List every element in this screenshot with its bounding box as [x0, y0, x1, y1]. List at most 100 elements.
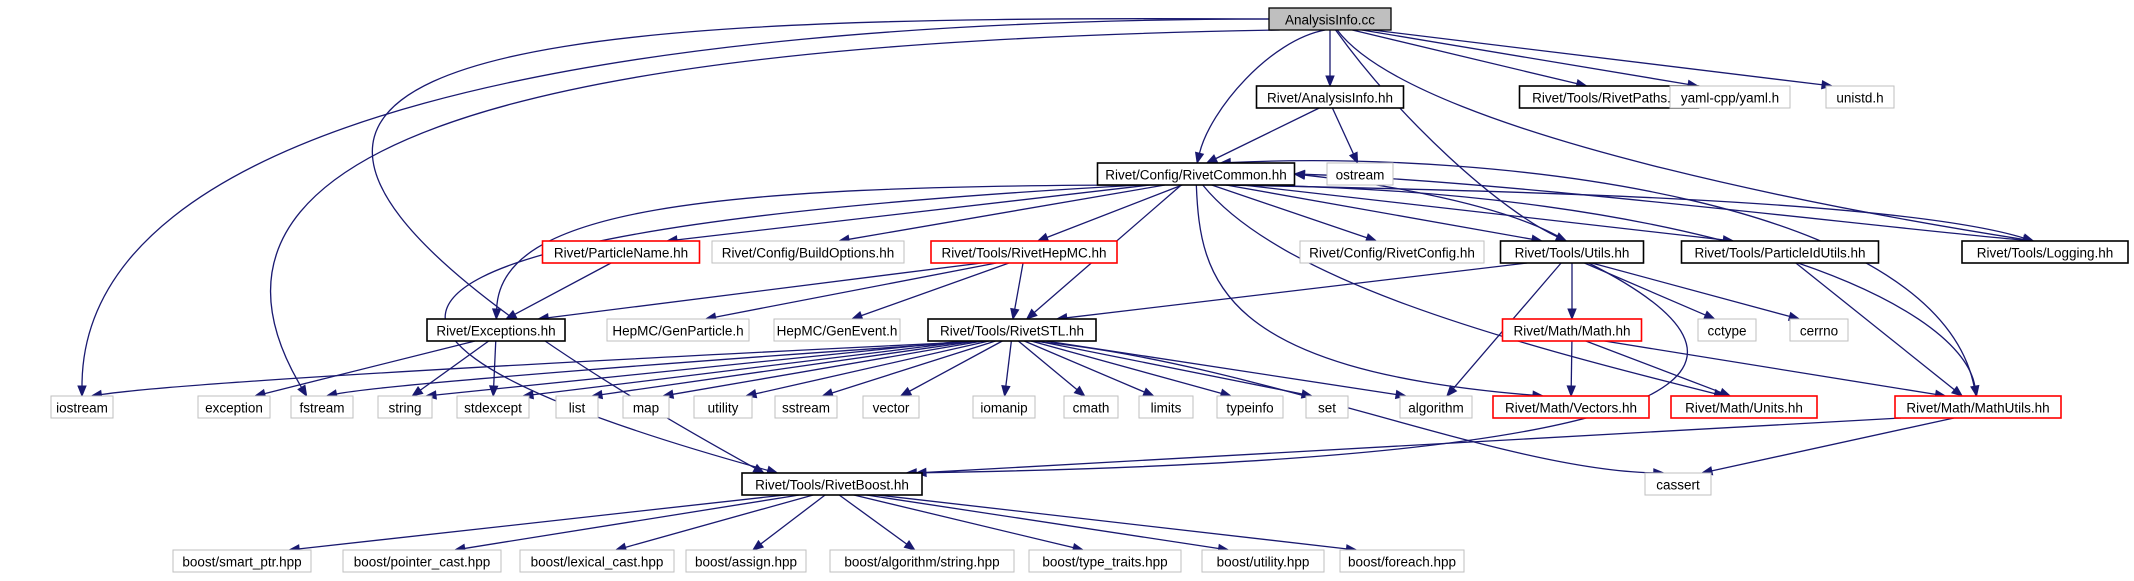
- node-box: [377, 395, 433, 419]
- node-label: fstream: [299, 401, 344, 416]
- edge-rivet-tools-rivetstl-hh-to-iomanip: [1001, 340, 1013, 398]
- node-box: [1670, 395, 1818, 419]
- edge-analysisinfo-cc-to-fstream: [269, 29, 1280, 398]
- edge-rivet-config-rivetcommon-hh-to-rivet-tools-logging-hh: [1220, 184, 2035, 243]
- node-rivet-math-vectors-hh[interactable]: Rivet/Math/Vectors.hh: [1492, 395, 1650, 419]
- edge-rivet-tools-utils-hh-to-cctype: [1584, 262, 1716, 320]
- node-label: algorithm: [1408, 401, 1464, 416]
- node-label: Rivet/Tools/RivetSTL.hh: [940, 324, 1084, 339]
- node-box: [1201, 549, 1325, 573]
- node-box: [741, 472, 923, 496]
- node-box: [1697, 318, 1757, 342]
- node-label: boost/type_traits.hpp: [1042, 555, 1167, 570]
- node-exception: exception: [197, 395, 271, 419]
- edge-analysisinfo-cc-to-yaml-cpp-yaml-h: [1361, 29, 1700, 89]
- node-label: typeinfo: [1226, 401, 1273, 416]
- node-rivet-tools-rivethepmc-hh[interactable]: Rivet/Tools/RivetHepMC.hh: [930, 240, 1118, 264]
- node-box: [1028, 549, 1182, 573]
- edge-rivet-exceptions-hh-to-string: [411, 340, 490, 397]
- node-yaml-cpp-yaml-h: yaml-cpp/yaml.h: [1669, 85, 1791, 109]
- edge-rivet-particlename-hh-to-rivet-exceptions-hh: [504, 262, 612, 320]
- node-label: Rivet/Math/Math.hh: [1513, 324, 1630, 339]
- node-hepmc-genevent-h: HepMC/GenEvent.h: [773, 318, 901, 342]
- node-stdexcept: stdexcept: [456, 395, 530, 419]
- node-box: [426, 318, 566, 342]
- node-rivet-tools-particleidutils-hh[interactable]: Rivet/Tools/ParticleIdUtils.hh: [1680, 240, 1880, 264]
- node-label: set: [1318, 401, 1336, 416]
- node-boost-assign-hpp: boost/assign.hpp: [685, 549, 807, 573]
- node-rivet-tools-utils-hh[interactable]: Rivet/Tools/Utils.hh: [1499, 240, 1645, 264]
- node-label: limits: [1151, 401, 1182, 416]
- node-label: HepMC/GenParticle.h: [612, 324, 743, 339]
- edge-rivet-tools-rivethepmc-hh-to-rivet-exceptions-hh: [536, 262, 982, 323]
- node-label: sstream: [782, 401, 830, 416]
- node-label: cctype: [1707, 324, 1746, 339]
- node-set: set: [1305, 395, 1349, 419]
- node-box: [456, 395, 530, 419]
- node-rivet-particlename-hh[interactable]: Rivet/ParticleName.hh: [541, 240, 701, 264]
- node-rivet-math-mathutils-hh[interactable]: Rivet/Math/MathUtils.hh: [1894, 395, 2062, 419]
- edge-rivet-tools-rivetstl-hh-to-typeinfo: [1030, 340, 1233, 398]
- node-box: [555, 395, 599, 419]
- edge-rivet-config-rivetcommon-hh-to-rivet-math-vectors-hh: [1195, 184, 1545, 400]
- node-boost-utility-hpp: boost/utility.hpp: [1201, 549, 1325, 573]
- node-rivet-tools-rivetboost-hh[interactable]: Rivet/Tools/RivetBoost.hh: [741, 472, 923, 496]
- node-box: [172, 549, 312, 573]
- node-box: [1216, 395, 1284, 419]
- node-string: string: [377, 395, 433, 419]
- node-analysisinfo-cc[interactable]: AnalysisInfo.cc: [1268, 7, 1392, 31]
- node-label: boost/lexical_cast.hpp: [531, 555, 664, 570]
- node-label: utility: [708, 401, 739, 416]
- node-boost-smart-ptr-hpp: boost/smart_ptr.hpp: [172, 549, 312, 573]
- node-rivet-math-units-hh[interactable]: Rivet/Math/Units.hh: [1670, 395, 1818, 419]
- edge-rivet-tools-rivethepmc-hh-to-hepmc-genevent-h: [850, 262, 1010, 320]
- node-rivet-math-math-hh[interactable]: Rivet/Math/Math.hh: [1501, 318, 1643, 342]
- node-box: [1268, 7, 1392, 31]
- node-cmath: cmath: [1063, 395, 1119, 419]
- node-rivet-exceptions-hh[interactable]: Rivet/Exceptions.hh: [426, 318, 566, 342]
- edge-analysisinfo-cc-to-rivet-analysisinfo-hh: [1325, 30, 1335, 88]
- edge-analysisinfo-cc-to-rivet-tools-logging-hh: [1336, 29, 2035, 245]
- node-label: Rivet/Tools/Logging.hh: [1977, 246, 2114, 261]
- edge-rivet-tools-logging-hh-to-rivet-config-rivetcommon-hh: [1293, 169, 2034, 242]
- node-algorithm: algorithm: [1399, 395, 1473, 419]
- node-cerrno: cerrno: [1789, 318, 1849, 342]
- node-box: [1326, 162, 1394, 186]
- node-box: [290, 395, 354, 419]
- node-box: [1492, 395, 1650, 419]
- node-label: boost/pointer_cast.hpp: [354, 555, 491, 570]
- node-label: boost/foreach.hpp: [1348, 555, 1456, 570]
- node-box: [972, 395, 1036, 419]
- node-rivet-config-buildoptions-hh: Rivet/Config/BuildOptions.hh: [711, 240, 905, 264]
- node-boost-lexical-cast-hpp: boost/lexical_cast.hpp: [519, 549, 675, 573]
- node-rivet-tools-logging-hh[interactable]: Rivet/Tools/Logging.hh: [1961, 240, 2129, 264]
- node-rivet-config-rivetcommon-hh[interactable]: Rivet/Config/RivetCommon.hh: [1096, 162, 1296, 186]
- node-rivet-analysisinfo-hh[interactable]: Rivet/AnalysisInfo.hh: [1255, 85, 1405, 109]
- node-box: [1961, 240, 2129, 264]
- node-box: [1501, 318, 1643, 342]
- edge-rivet-math-math-hh-to-rivet-math-mathutils-hh: [1604, 340, 1947, 400]
- node-box: [541, 240, 701, 264]
- node-typeinfo: typeinfo: [1216, 395, 1284, 419]
- node-iomanip: iomanip: [972, 395, 1036, 419]
- edge-rivet-tools-rivetstl-hh-to-vector: [899, 340, 1003, 397]
- edge-rivet-tools-rivetstl-hh-to-sstream: [821, 340, 996, 398]
- node-rivet-tools-rivetpaths-hh[interactable]: Rivet/Tools/RivetPaths.hh: [1518, 85, 1700, 109]
- edge-rivet-tools-utils-hh-to-rivet-tools-rivetboost-hh: [904, 262, 1689, 478]
- node-label: cassert: [1656, 478, 1700, 493]
- edge-rivet-tools-rivetstl-hh-to-list: [590, 340, 978, 400]
- node-box: [1825, 85, 1895, 109]
- node-box: [773, 318, 901, 342]
- node-label: Rivet/Config/RivetCommon.hh: [1105, 168, 1287, 183]
- node-rivet-tools-rivetstl-hh[interactable]: Rivet/Tools/RivetSTL.hh: [927, 318, 1097, 342]
- node-label: stdexcept: [464, 401, 522, 416]
- edge-rivet-config-rivetcommon-hh-to-rivet-tools-rivethepmc-hh: [1036, 184, 1183, 242]
- edge-rivet-tools-rivetboost-hh-to-boost-algorithm-string-hpp: [838, 494, 916, 551]
- node-label: Rivet/Config/RivetConfig.hh: [1309, 246, 1475, 261]
- node-box: [774, 395, 838, 419]
- edge-rivet-tools-particleidutils-hh-to-rivet-math-mathutils-hh: [1795, 262, 1964, 397]
- edge-rivet-tools-rivetstl-hh-to-limits: [1024, 340, 1155, 397]
- node-label: Rivet/Exceptions.hh: [436, 324, 555, 339]
- node-label: Rivet/Tools/RivetPaths.hh: [1532, 91, 1686, 106]
